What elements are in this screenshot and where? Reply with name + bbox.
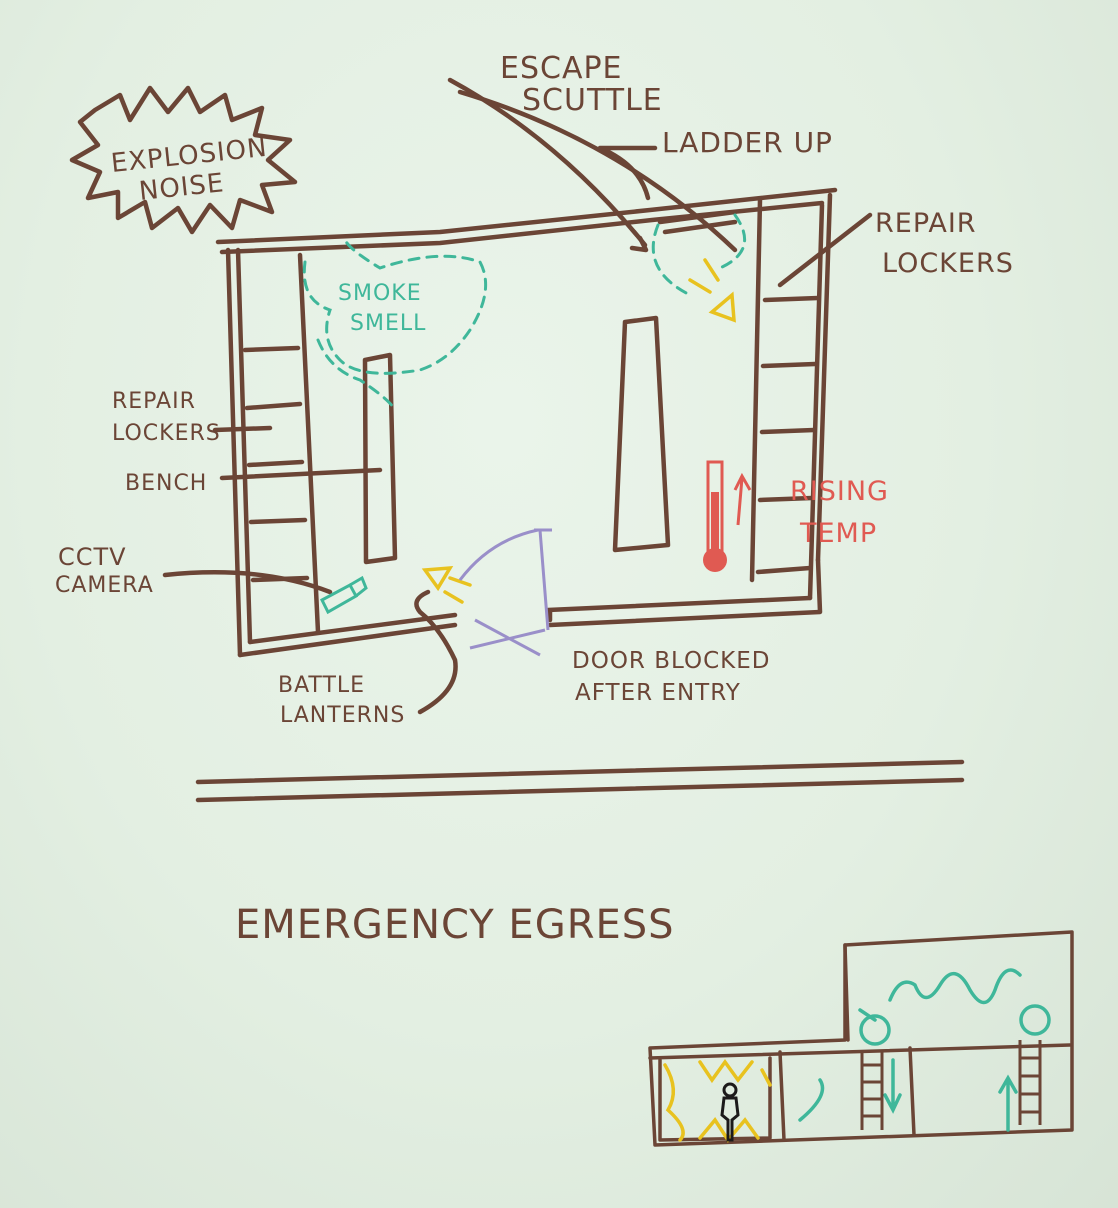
egress-title: EMERGENCY EGRESS bbox=[235, 902, 675, 948]
battle-lantern-icon bbox=[421, 565, 454, 592]
pointer-bench bbox=[219, 467, 383, 481]
explosion-burst-icon bbox=[69, 85, 298, 235]
label-rising-1: RISING bbox=[790, 476, 889, 507]
battle-lantern-icon-2 bbox=[708, 291, 736, 323]
label-repair-left-2: LOCKERS bbox=[112, 421, 221, 446]
pointer-repair-left bbox=[212, 425, 273, 433]
egress-cross-section bbox=[648, 930, 1074, 1147]
label-battle-2: LANTERNS bbox=[280, 703, 405, 728]
label-cctv-1: CCTV bbox=[58, 543, 127, 571]
label-escape-1: ESCAPE bbox=[500, 51, 623, 86]
ladder-icon bbox=[860, 1040, 1042, 1130]
label-door-2: AFTER ENTRY bbox=[575, 680, 741, 706]
text-labels: EXPLOSION NOISE ESCAPE SCUTTLE LADDER UP… bbox=[55, 51, 1014, 948]
label-bench: BENCH bbox=[125, 471, 207, 496]
label-cctv-2: CAMERA bbox=[55, 573, 154, 598]
hatch-icon-2 bbox=[1019, 1004, 1051, 1036]
label-escape-2: SCUTTLE bbox=[522, 83, 663, 118]
label-rising-2: TEMP bbox=[799, 518, 877, 549]
bench-left bbox=[362, 352, 398, 565]
label-repair-right-1: REPAIR bbox=[875, 208, 977, 239]
room-outline bbox=[215, 187, 838, 658]
bench-right bbox=[612, 315, 671, 553]
label-repair-right-2: LOCKERS bbox=[882, 248, 1014, 279]
label-smoke-1: SMOKE bbox=[338, 281, 422, 306]
pointer-escape-2 bbox=[457, 89, 738, 253]
label-repair-left-1: REPAIR bbox=[112, 389, 196, 414]
pointer-repair-right bbox=[777, 212, 873, 288]
label-ladder-up: LADDER UP bbox=[662, 126, 833, 159]
pointer-cctv bbox=[162, 570, 333, 595]
blocked-door bbox=[458, 528, 552, 657]
cctv-camera-icon bbox=[320, 575, 368, 615]
egress-explosion-icon bbox=[663, 1059, 772, 1143]
hatch-icon bbox=[859, 1014, 891, 1046]
person-icon bbox=[720, 1082, 740, 1142]
divider bbox=[195, 759, 965, 785]
smoke-trail bbox=[302, 238, 488, 375]
thermometer-icon bbox=[703, 460, 752, 572]
egress-path bbox=[888, 968, 1022, 1005]
label-battle-1: BATTLE bbox=[278, 673, 365, 698]
label-smoke-2: SMELL bbox=[350, 311, 426, 336]
label-door-1: DOOR BLOCKED bbox=[572, 648, 770, 674]
right-repair-lockers bbox=[749, 197, 821, 583]
pointer-ladder bbox=[597, 145, 658, 201]
pointer-lantern bbox=[414, 589, 458, 715]
scuttle-arc bbox=[651, 223, 692, 297]
